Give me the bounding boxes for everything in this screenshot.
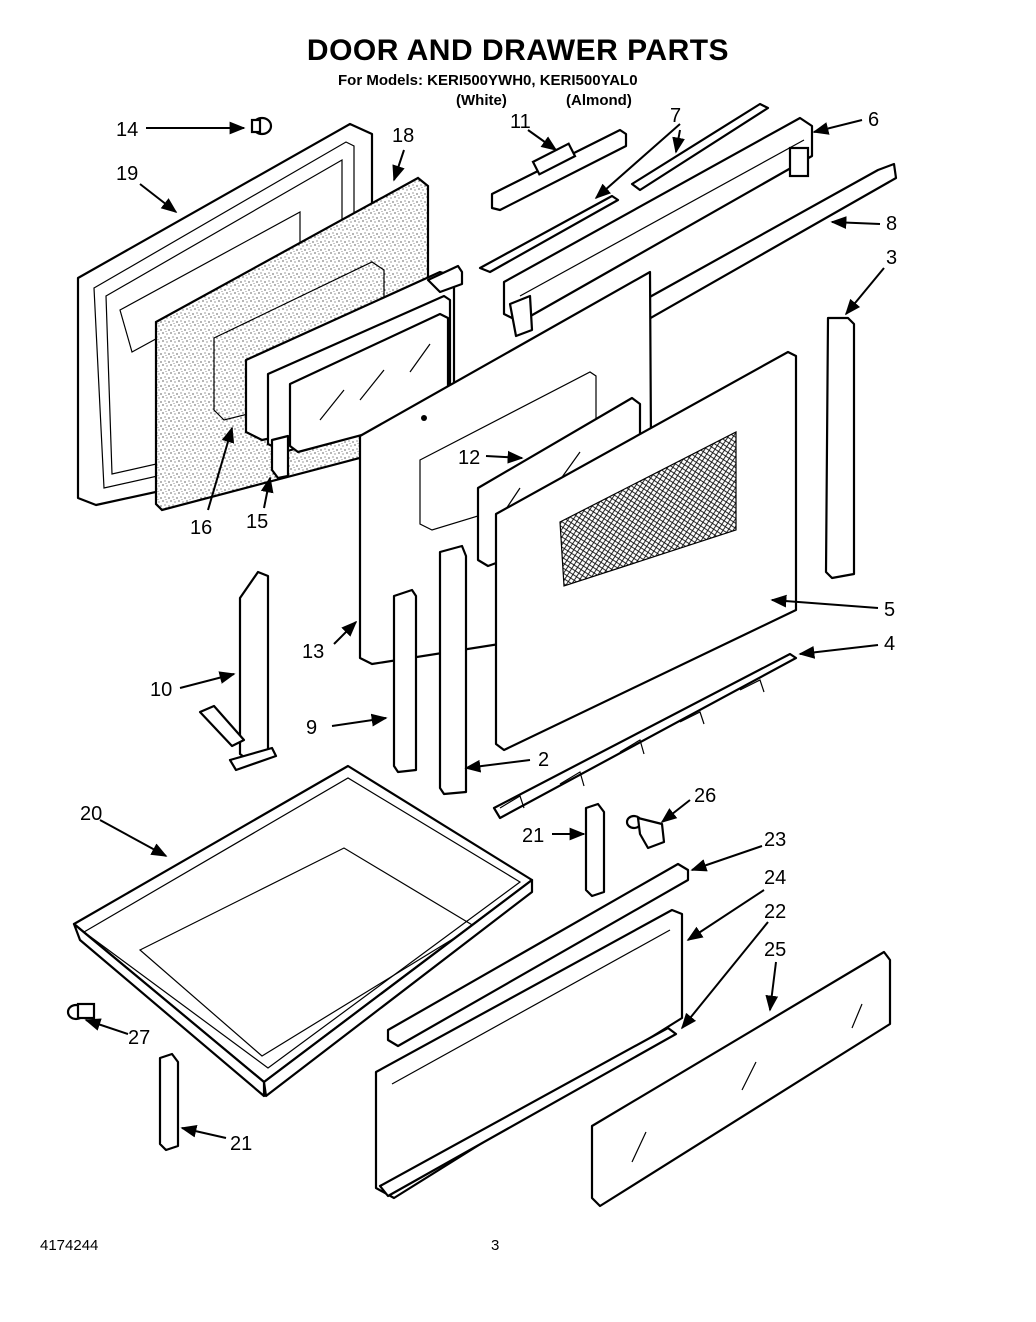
callout-8: 8	[886, 213, 897, 235]
callout-19: 19	[116, 163, 138, 185]
callout-16: 16	[190, 517, 212, 539]
document-number: 4174244	[40, 1237, 99, 1254]
callout-12: 12	[458, 447, 480, 469]
part-25-drawer-glass	[590, 950, 892, 1208]
callout-labels: 14 19 18 11 7 6 8 3 12 16 15 5 4 13 10 9…	[80, 105, 897, 1155]
part-21-drawer-bracket-upper	[584, 802, 606, 898]
variant-white-label: (White)	[456, 92, 507, 109]
variant-almond-label: (Almond)	[566, 92, 632, 109]
part-14-door-bumper	[250, 116, 273, 136]
callout-4: 4	[884, 633, 895, 655]
callout-3: 3	[886, 247, 897, 269]
callout-18: 18	[392, 125, 414, 147]
callout-15: 15	[246, 511, 268, 533]
part-20-drawer-body	[72, 764, 534, 1098]
part-23-drawer-rail	[386, 862, 690, 1048]
part-4-door-bottom-trim	[492, 652, 798, 820]
callout-9: 9	[306, 717, 317, 739]
callout-7: 7	[670, 105, 681, 127]
callout-20: 20	[80, 803, 102, 825]
callout-26: 26	[694, 785, 716, 807]
part-9-door-seal-strip	[392, 588, 418, 774]
part-6-door-top-channel	[502, 102, 814, 338]
callout-21-upper: 21	[522, 825, 544, 847]
part-26-drawer-roller-pin	[625, 814, 666, 850]
part-21-drawer-bracket-lower	[158, 1052, 180, 1152]
callout-13: 13	[302, 641, 324, 663]
callout-10: 10	[150, 679, 172, 701]
part-2-door-channel	[438, 544, 468, 796]
callout-14: 14	[116, 119, 138, 141]
page-number: 3	[491, 1237, 500, 1254]
part-3-door-side-trim	[824, 316, 856, 580]
part-27-drawer-roller	[66, 1002, 96, 1021]
part-10-door-hinge	[198, 570, 278, 772]
callout-21-lower: 21	[230, 1133, 252, 1155]
part-22-drawer-trim	[378, 1026, 678, 1198]
part-11-door-bracket	[490, 128, 628, 212]
callout-5: 5	[884, 599, 895, 621]
models-line: For Models: KERI500YWH0, KERI500YAL0	[338, 72, 638, 89]
part-7-door-vent-rail	[478, 194, 620, 274]
callout-27: 27	[128, 1027, 150, 1049]
leader-lines	[84, 119, 885, 1139]
callout-23: 23	[764, 829, 786, 851]
callout-6: 6	[868, 109, 879, 131]
callout-24: 24	[764, 867, 786, 889]
page-title: DOOR AND DRAWER PARTS	[306, 34, 730, 67]
callout-22: 22	[764, 901, 786, 923]
callout-11: 11	[510, 111, 531, 133]
part-5-outer-door-panel	[494, 350, 798, 752]
callout-2: 2	[538, 749, 549, 771]
callout-25: 25	[764, 939, 786, 961]
